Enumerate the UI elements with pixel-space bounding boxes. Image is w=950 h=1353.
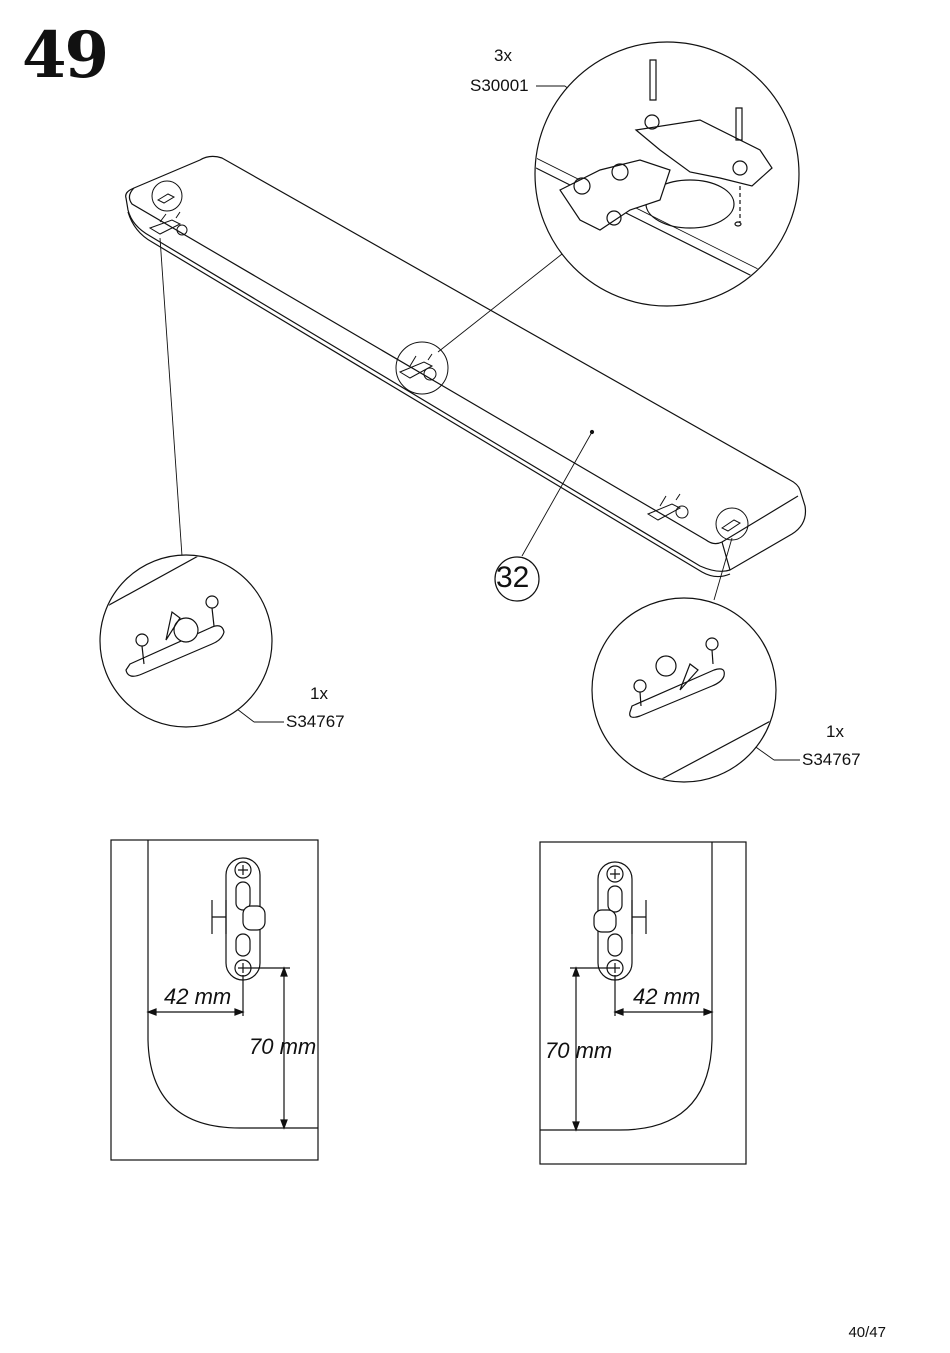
catch-right-qty: 1x [826, 722, 844, 741]
hinge-detail-circle [534, 41, 800, 307]
dim-right-horizontal: 42 mm [633, 984, 701, 1009]
step-number: 49 [22, 18, 109, 93]
catch-left-qty: 1x [310, 684, 328, 703]
hardware-marks [148, 180, 749, 541]
dim-left-horizontal: 42 mm [164, 984, 232, 1009]
part-number: 32 [496, 561, 530, 594]
dim-right-vertical: 70 mm [545, 1038, 613, 1063]
catch-left-detail-circle [99, 554, 273, 728]
plan-view-left [110, 839, 319, 1161]
part-number-circle [494, 556, 540, 602]
panel-board [125, 155, 807, 578]
hinge-code: S30001 [470, 76, 529, 95]
plan-view-right [539, 841, 747, 1165]
dim-left-vertical: 70 mm [249, 1034, 317, 1059]
catch-right-code: S34767 [802, 750, 861, 769]
hinge-qty: 3x [494, 46, 512, 65]
page-number: 40/47 [848, 1324, 886, 1341]
catch-left-code: S34767 [286, 712, 345, 731]
catch-right-detail-circle [591, 597, 777, 783]
